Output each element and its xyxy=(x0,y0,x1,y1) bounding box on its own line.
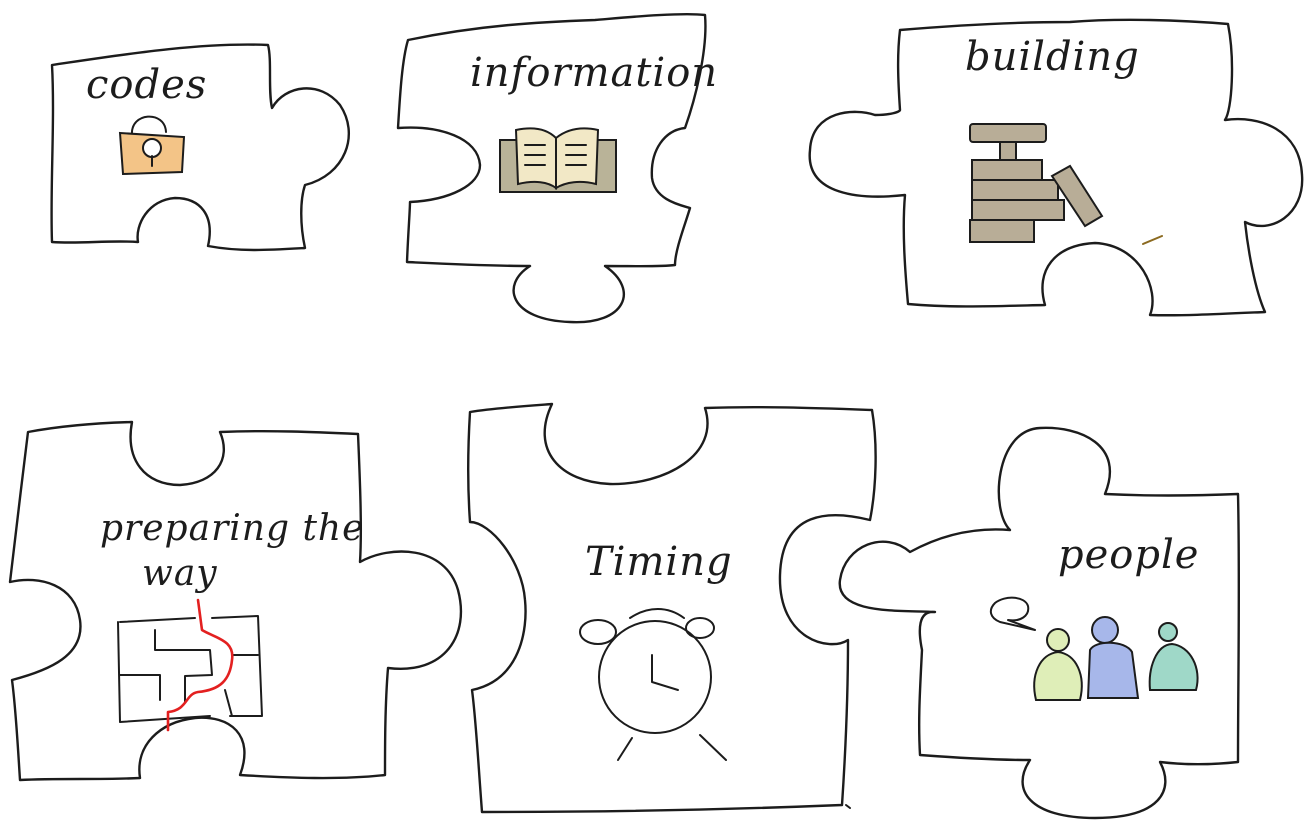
piece-label-timing: Timing xyxy=(585,539,733,585)
puzzle-piece-timing: Timing xyxy=(466,402,877,814)
puzzle-outline-timing xyxy=(466,402,877,814)
piece-label-preparing-the-way-line1: preparing the xyxy=(100,508,364,549)
people-speech-icon xyxy=(989,596,1199,701)
open-book-icon xyxy=(499,127,617,193)
puzzle-outline-preparing-the-way xyxy=(8,420,463,782)
maze-path-icon xyxy=(117,598,263,732)
puzzle-outline-people xyxy=(838,426,1241,820)
piece-label-preparing-the-way-line2: way xyxy=(142,553,218,594)
padlock-icon xyxy=(118,115,186,176)
puzzle-piece-people: people xyxy=(838,426,1241,820)
puzzle-piece-building: building xyxy=(808,18,1304,317)
alarm-clock-icon xyxy=(579,608,851,809)
puzzle-piece-information: information xyxy=(396,12,718,324)
piece-label-people: people xyxy=(1058,532,1199,578)
puzzle-outline-building xyxy=(808,18,1304,317)
puzzle-piece-preparing-the-way: preparing the way xyxy=(8,420,463,782)
piece-label-building: building xyxy=(965,34,1140,80)
puzzle-outline-information xyxy=(396,12,707,324)
building-blocks-icon xyxy=(969,123,1163,245)
piece-label-codes: codes xyxy=(86,62,207,108)
piece-label-information: information xyxy=(470,50,718,96)
puzzle-piece-codes: codes xyxy=(50,43,350,252)
puzzle-outline-codes xyxy=(50,43,350,252)
